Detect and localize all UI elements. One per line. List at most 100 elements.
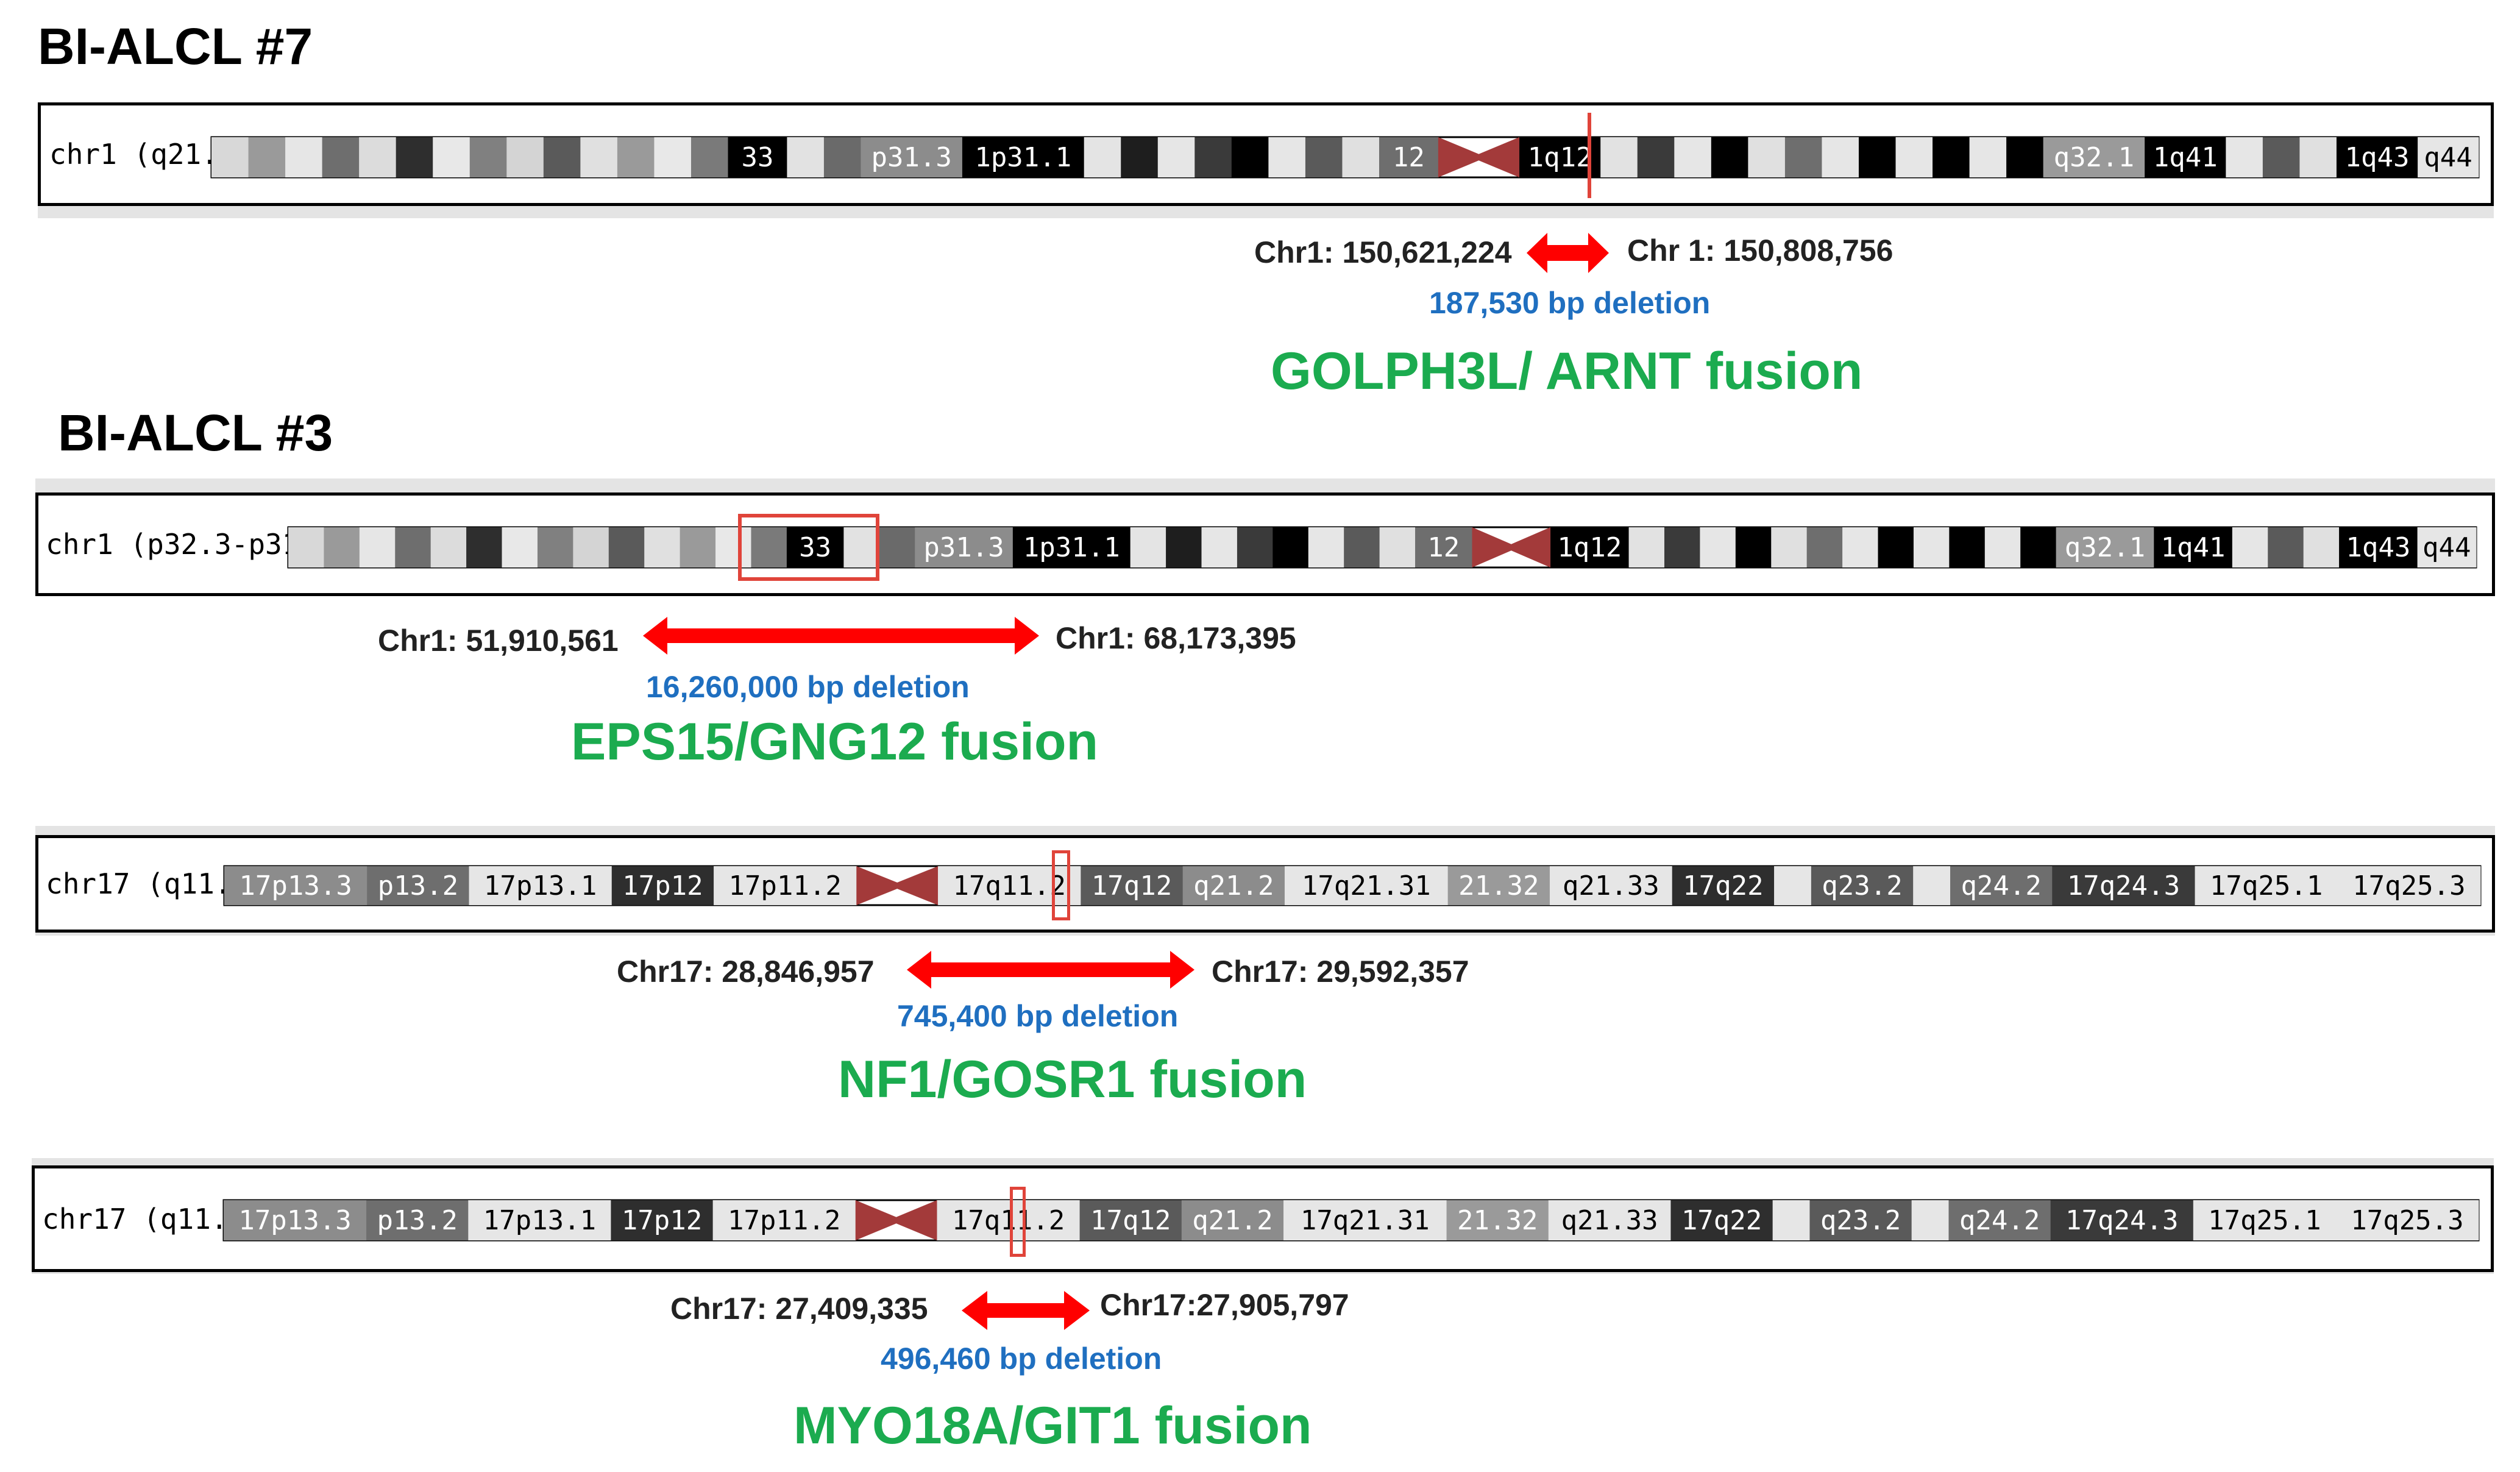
chromosome-band: [1157, 137, 1195, 177]
band-label: 17p13.3: [239, 870, 352, 901]
chromosome-band: [1950, 866, 2053, 905]
chromosome-band: [2193, 1200, 2337, 1240]
chromosome-band: [1181, 1200, 1284, 1240]
chromosome-band: [1774, 866, 1812, 905]
breakpoint-marker: [1588, 113, 1591, 198]
band-label: 17q24.3: [2067, 870, 2180, 901]
chromosome-band: [879, 527, 915, 567]
deletion-size-label: 745,400 bp deletion: [897, 999, 1179, 1033]
chromosome-band: [1842, 527, 1879, 567]
breakpoint-right-label: Chr17:27,905,797: [1100, 1288, 1349, 1322]
chromosome-band: [2339, 527, 2418, 567]
centromere-band: [855, 1200, 937, 1240]
band-label: q23.2: [1822, 870, 1902, 901]
chromosome-band: [1969, 137, 2007, 177]
chromosome-band: [712, 1200, 856, 1240]
chromosome-band: [367, 866, 470, 905]
fusion-label: EPS15/GNG12 fusion: [571, 713, 1099, 771]
double-arrow-icon: [907, 951, 1194, 989]
chromosome-band: [1984, 527, 2021, 567]
band-label: 17q11.2: [953, 870, 1066, 901]
chromosome-band: [2154, 527, 2233, 567]
band-label: 1p31.1: [1023, 532, 1120, 563]
chromosome-band: [324, 527, 360, 567]
breakpoint-left-label: Chr1: 150,621,224: [1254, 235, 1512, 269]
chromosome-band: [843, 527, 880, 567]
band-label: q44: [2424, 142, 2472, 173]
chromosome-band: [1084, 137, 1121, 177]
chromosome-band: [468, 1200, 611, 1240]
chromosome-band: [654, 137, 692, 177]
chromosome-band: [1672, 866, 1775, 905]
double-arrow-icon: [643, 617, 1039, 655]
chromosome-band: [359, 137, 397, 177]
chromosome-band: [1600, 137, 1638, 177]
chromosome-band: [1784, 137, 1822, 177]
chromosome-band: [2299, 137, 2337, 177]
chromosome-band: [1079, 1200, 1182, 1240]
chromosome-band: [787, 137, 825, 177]
chromosome-band: [1748, 137, 1786, 177]
breakpoint-left-label: Chr17: 28,846,957: [617, 955, 875, 989]
band-label: q44: [2422, 532, 2471, 563]
chromosome-band: [1415, 527, 1473, 567]
case-title-3: BI-ALCL #3: [58, 404, 333, 461]
chromosome-band: [1519, 137, 1601, 177]
chromosome-band: [1811, 866, 1914, 905]
band-label: p31.3: [923, 532, 1004, 563]
band-label: 17q12: [1091, 870, 1172, 901]
band-label: q24.2: [1961, 870, 2041, 901]
band-label: q21.33: [1561, 1205, 1658, 1236]
chromosome-band: [1182, 866, 1285, 905]
chromosome-band: [1342, 137, 1380, 177]
band-label: q21.2: [1193, 870, 1274, 901]
centromere-band: [856, 866, 939, 905]
band-label: 1q41: [2161, 532, 2226, 563]
chromosome-band: [469, 137, 507, 177]
chromosome-band: [1344, 527, 1380, 567]
chromosome-band: [359, 527, 396, 567]
breakpoint-right-label: Chr1: 68,173,395: [1056, 621, 1296, 655]
chromosome-band: [1305, 137, 1343, 177]
chromosome-band: [1809, 1200, 1912, 1240]
chromosome-band: [1549, 866, 1673, 905]
breakpoint-right-label: Chr17: 29,592,357: [1212, 955, 1469, 989]
chromosome-band: [537, 527, 573, 567]
highlight-box: [738, 514, 879, 581]
chromosome-band: [506, 137, 544, 177]
chromosome-band: [2232, 527, 2268, 567]
chromosome-band: [1308, 527, 1344, 567]
chromosome-band: [1166, 527, 1202, 567]
chromosome-band: [396, 137, 433, 177]
band-label: 17p11.2: [728, 870, 841, 901]
chromosome-band: [2336, 137, 2418, 177]
band-label: q24.2: [1959, 1205, 2040, 1236]
chromosome-band: [823, 137, 861, 177]
chromosome-band: [680, 527, 716, 567]
chromosome-band: [1268, 137, 1306, 177]
chromosome-band: [2268, 527, 2304, 567]
chromosome-band: [322, 137, 360, 177]
chromosome-band: [1771, 527, 1808, 567]
chromosome-band: [1283, 1200, 1447, 1240]
chromosome-band: [1822, 137, 1859, 177]
chromosome-band: [1272, 527, 1309, 567]
chromosome-band: [715, 527, 751, 567]
chromosome-band: [617, 137, 655, 177]
band-label: 17q22: [1681, 1205, 1762, 1236]
chromosome-band: [714, 866, 857, 905]
band-label: 17q11.2: [952, 1205, 1065, 1236]
chromosome-band: [608, 527, 645, 567]
chromosome-band: [288, 527, 324, 567]
deletion-size-label: 187,530 bp deletion: [1429, 286, 1711, 320]
band-label: 12: [1393, 142, 1425, 173]
double-arrow-icon: [1527, 233, 1609, 273]
band-label: 17p11.2: [728, 1205, 840, 1236]
deletion-size-label: 496,460 bp deletion: [881, 1342, 1162, 1376]
chromosome-band: [1548, 1200, 1671, 1240]
